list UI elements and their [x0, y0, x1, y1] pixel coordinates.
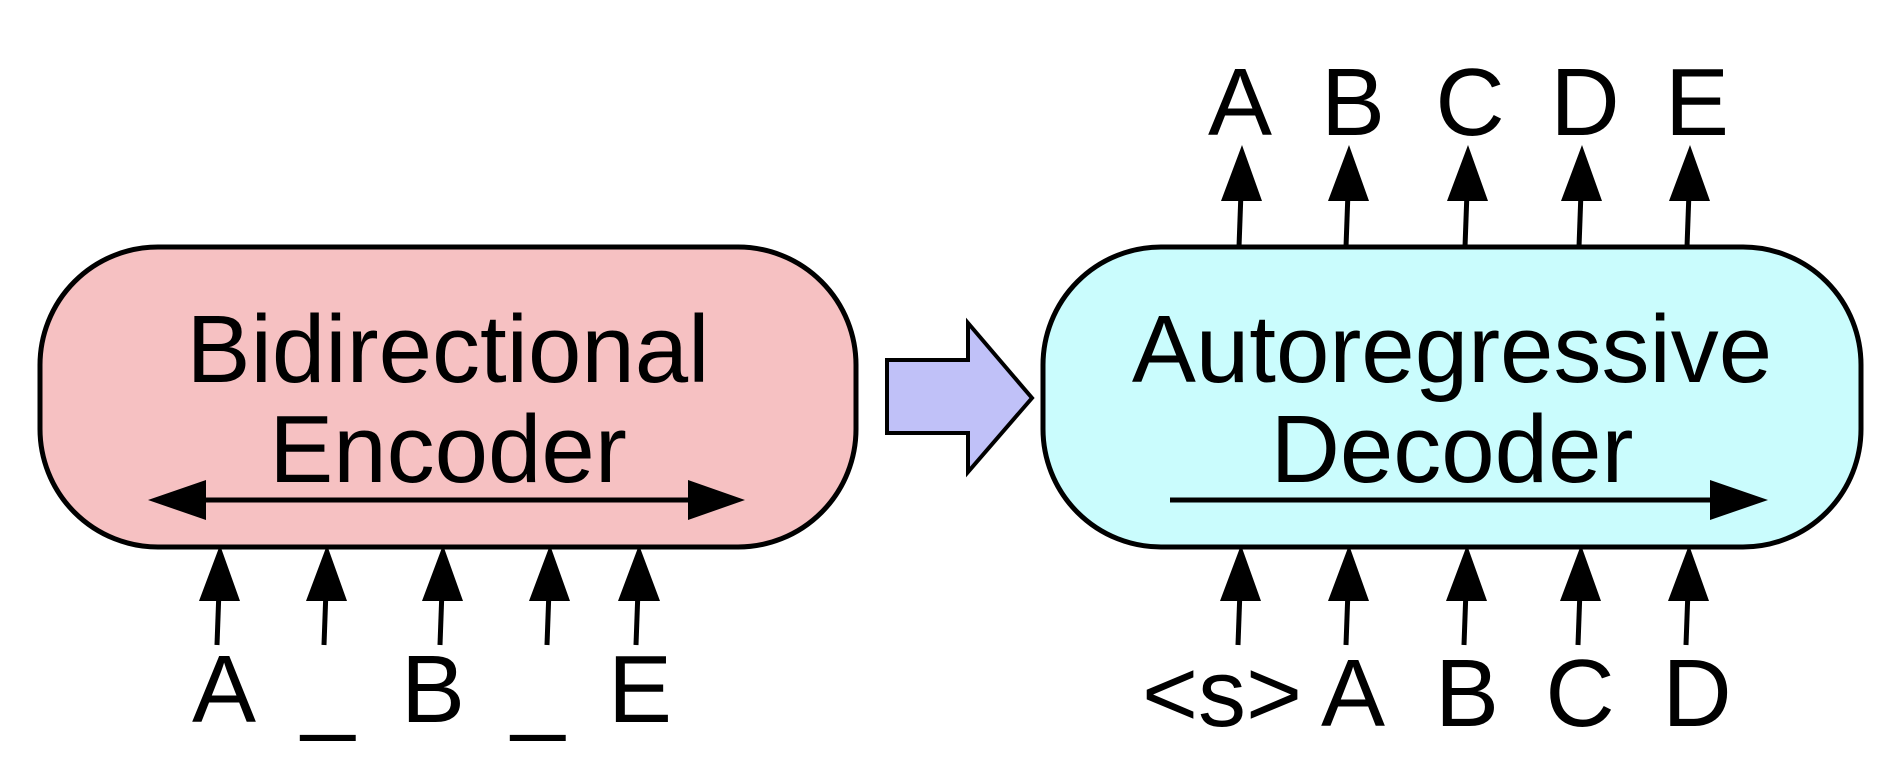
encoder-input-token: A [192, 636, 256, 743]
decoder-inputs: <s> A B C D [1142, 640, 1732, 747]
up-arrow-icon [1221, 145, 1262, 248]
up-arrow-icon [306, 545, 347, 646]
up-arrow-icon [1560, 545, 1601, 646]
decoder-input-token: B [1435, 640, 1499, 747]
encoder-title-line2: Encoder [269, 396, 627, 503]
decoder-title-line2: Decoder [1271, 396, 1634, 503]
up-arrow-icon [529, 545, 570, 646]
block-arrow-right-icon [885, 317, 1035, 478]
decoder-input-token: <s> [1142, 640, 1302, 747]
encoder-box [37, 244, 859, 550]
up-arrow-icon [1561, 145, 1602, 248]
decoder-input-arrows [1220, 545, 1709, 646]
left-to-right-arrow-icon [1170, 480, 1768, 520]
up-arrow-icon [1220, 545, 1261, 646]
encoder-input-token: B [401, 636, 465, 743]
up-arrow-icon [1668, 545, 1709, 646]
decoder-output-token: C [1435, 49, 1504, 156]
up-arrow-icon [1447, 145, 1488, 248]
decoder-output-token: E [1665, 49, 1729, 156]
decoder-title-line1: Autoregressive [1132, 296, 1772, 403]
decoder-input-token: D [1662, 640, 1731, 747]
up-arrow-icon [618, 545, 660, 646]
bidirectional-arrow-icon [148, 480, 745, 520]
decoder-input-token: C [1545, 640, 1614, 747]
up-arrow-icon [1328, 545, 1369, 646]
up-arrow-icon [199, 545, 240, 646]
decoder-outputs: A B C D E [1208, 49, 1729, 156]
up-arrow-icon [1328, 145, 1369, 248]
encoder-input-token: _ [509, 636, 566, 743]
decoder-output-token: D [1550, 49, 1619, 156]
encoder-inputs: A _ B _ E [192, 636, 672, 743]
up-arrow-icon [1446, 545, 1487, 646]
decoder-output-arrows [1221, 145, 1710, 248]
decoder-input-token: A [1321, 640, 1385, 747]
up-arrow-icon [422, 545, 463, 646]
encoder-input-arrows [199, 545, 660, 646]
encoder-input-token: E [608, 636, 672, 743]
encoder-input-token: _ [299, 636, 356, 743]
decoder-box [1040, 244, 1864, 550]
encoder-title-line1: Bidirectional [187, 296, 710, 403]
decoder-output-token: A [1208, 49, 1272, 156]
up-arrow-icon [1669, 145, 1710, 248]
decoder-output-token: B [1321, 49, 1385, 156]
